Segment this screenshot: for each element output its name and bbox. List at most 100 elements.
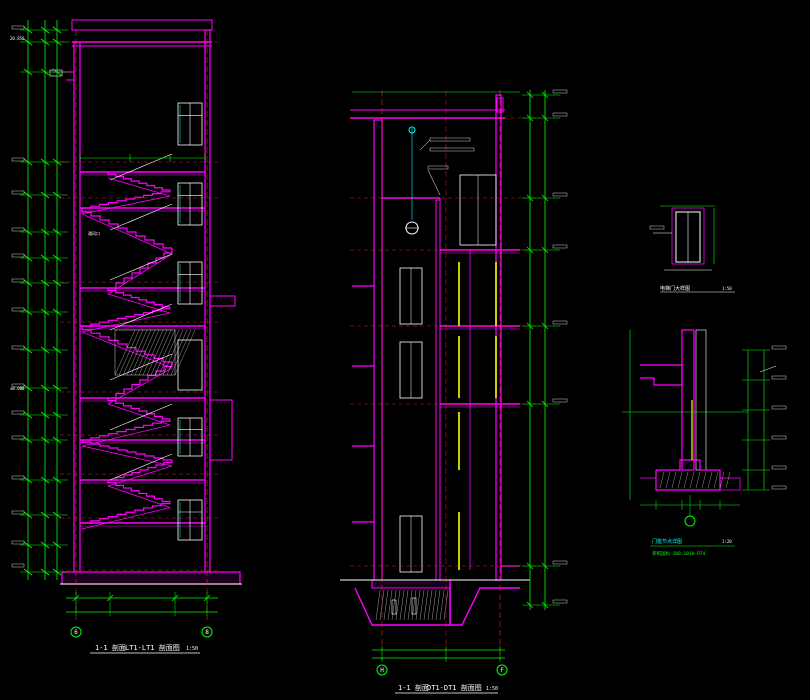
elevation-text-mark bbox=[771, 485, 787, 490]
stair-flight bbox=[82, 501, 171, 524]
elevation-text-mark bbox=[11, 278, 25, 283]
pit-hatch bbox=[423, 589, 429, 621]
elevation-text-mark bbox=[11, 563, 25, 568]
dimension-slash bbox=[40, 228, 50, 236]
dimension-slash bbox=[171, 594, 179, 602]
elevation-text-mark bbox=[552, 112, 568, 117]
stair-soffit bbox=[107, 293, 171, 314]
hatch-line bbox=[158, 329, 180, 376]
dimension-slash bbox=[40, 191, 50, 199]
dimension-slash bbox=[526, 194, 534, 202]
dimension-slash bbox=[40, 476, 50, 484]
dimension-slash bbox=[52, 384, 62, 392]
dimension-slash bbox=[526, 114, 534, 122]
dimension-slash bbox=[23, 511, 33, 519]
detail-2-scale: 1:20 bbox=[722, 539, 732, 544]
dimension-slash bbox=[52, 541, 62, 549]
elevation-text-mark bbox=[11, 540, 25, 545]
elevation-text-mark bbox=[11, 227, 25, 232]
dimension-slash bbox=[40, 346, 50, 354]
elevation-text-mark bbox=[552, 398, 568, 403]
dimension-slash bbox=[40, 254, 50, 262]
dimension-slash bbox=[40, 158, 50, 166]
stair-flight bbox=[82, 190, 171, 209]
dimension-slash bbox=[52, 308, 62, 316]
stair-door bbox=[177, 339, 203, 391]
stair-wall-right bbox=[204, 29, 211, 573]
stair-flight bbox=[107, 398, 170, 420]
dimension-slash bbox=[23, 26, 33, 34]
pit-hatch bbox=[403, 589, 409, 621]
elevation-text-mark bbox=[771, 405, 787, 410]
dimension-slash bbox=[40, 38, 50, 46]
drawing-labels: 1-1 剖面 LT1-LT1 剖面图 1:50 6 8 20.850 ±0.00… bbox=[10, 36, 732, 692]
roof-parapet bbox=[71, 19, 213, 31]
section-2-axis-right: F bbox=[500, 667, 504, 674]
stair-soffit bbox=[107, 403, 171, 426]
dimension-slash bbox=[52, 228, 62, 236]
stair-flight bbox=[108, 248, 173, 289]
dimension-slash bbox=[541, 91, 549, 99]
dimension-slash bbox=[23, 279, 33, 287]
sill-steps bbox=[640, 477, 741, 491]
dimension-slash bbox=[23, 254, 33, 262]
dimension-slash bbox=[23, 191, 33, 199]
dimension-slash bbox=[541, 562, 549, 570]
dimension-slash bbox=[541, 400, 549, 408]
stair-soffit bbox=[107, 465, 173, 487]
shaft-divider bbox=[435, 199, 441, 581]
dimension-slash bbox=[52, 254, 62, 262]
section-1-elevation-zero: ±0.000 bbox=[10, 386, 25, 391]
hatch-line bbox=[126, 329, 148, 376]
elevation-text-mark bbox=[11, 253, 25, 258]
dimension-slash bbox=[40, 308, 50, 316]
elevator-pit-right bbox=[449, 580, 520, 626]
section-1-elevation-top: 20.850 bbox=[10, 36, 25, 41]
shaft-wall-left bbox=[373, 119, 383, 581]
elevation-text-mark bbox=[11, 190, 25, 195]
stair-soffit bbox=[81, 213, 173, 255]
section-1-subtitle: LT1-LT1 剖面图 bbox=[125, 643, 180, 652]
dimension-slash bbox=[541, 322, 549, 330]
section-1-note: 通风口 bbox=[88, 230, 100, 236]
dimension-slash bbox=[52, 568, 62, 576]
dimension-slash bbox=[526, 400, 534, 408]
sill-hatch bbox=[719, 471, 725, 489]
dimension-slash bbox=[40, 411, 50, 419]
handrail bbox=[109, 203, 173, 231]
dimension-slash bbox=[52, 158, 62, 166]
elevation-text-mark bbox=[11, 307, 25, 312]
section-1-title: 1-1 剖面 bbox=[95, 643, 126, 652]
dimension-slash bbox=[541, 246, 549, 254]
pit-hatch bbox=[435, 589, 441, 621]
ledge-right-lower bbox=[210, 399, 233, 461]
hatch-line bbox=[170, 329, 192, 376]
sill-base bbox=[655, 459, 721, 491]
dimension-slash bbox=[40, 511, 50, 519]
stair-flight bbox=[81, 326, 172, 363]
elevation-text-mark bbox=[552, 89, 568, 94]
stair-soffit bbox=[81, 312, 171, 333]
dimension-slash bbox=[52, 411, 62, 419]
dimension-slash bbox=[23, 411, 33, 419]
elevation-text-mark bbox=[771, 435, 787, 440]
pit-top bbox=[371, 579, 451, 589]
section-2-scale: 1:50 bbox=[486, 686, 498, 692]
axis-bubble-H bbox=[376, 664, 388, 676]
dimension-slash bbox=[72, 594, 80, 602]
dimension-slash bbox=[526, 601, 534, 609]
dimension-slash bbox=[52, 346, 62, 354]
hatch-line bbox=[122, 329, 144, 376]
dimension-slash bbox=[23, 308, 33, 316]
hatch-line bbox=[166, 329, 188, 376]
sill-hatch bbox=[665, 471, 671, 489]
detail-door-surround bbox=[671, 207, 705, 265]
stair-flight bbox=[82, 307, 171, 327]
sill-hatch bbox=[689, 471, 695, 489]
annotation-text-mark bbox=[649, 225, 665, 230]
pit-hatch bbox=[387, 589, 393, 621]
stair-soffit bbox=[107, 367, 173, 405]
dimension-slash bbox=[526, 246, 534, 254]
pit-hatch bbox=[407, 589, 413, 621]
dimension-slash bbox=[203, 594, 211, 602]
